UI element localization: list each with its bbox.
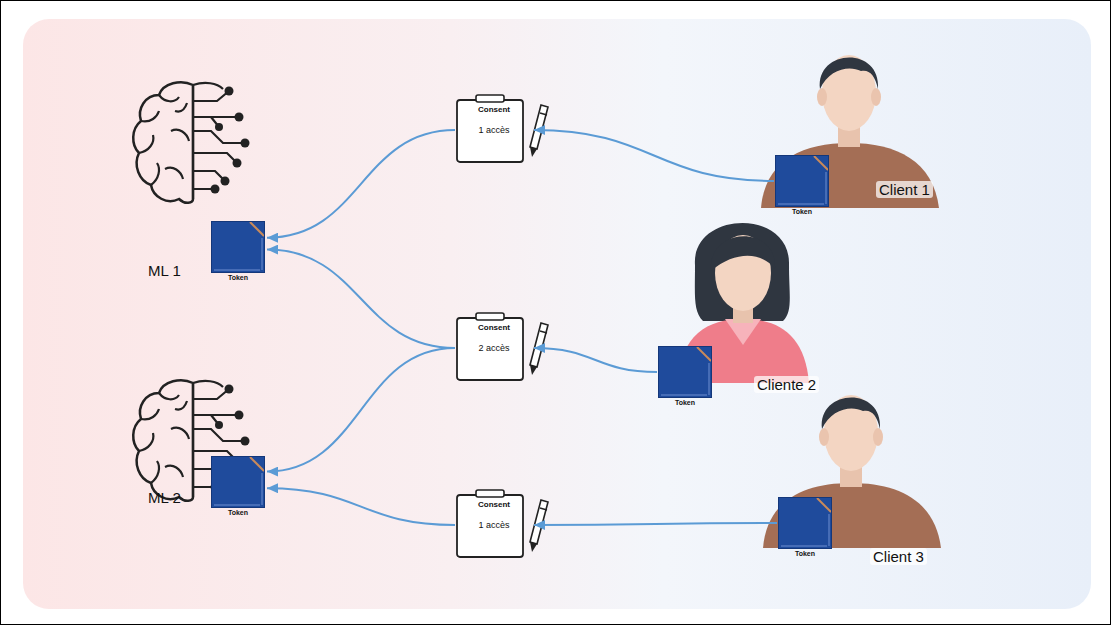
client-person: Client 1 Token — [756, 46, 951, 221]
access-count: 1 accès — [456, 520, 532, 530]
ground — [23, 19, 1091, 609]
token-square — [775, 155, 829, 207]
token-square — [211, 456, 265, 508]
consent-heading: Consent — [456, 500, 532, 509]
token-fold — [212, 457, 264, 507]
model-name: ML 2 — [148, 489, 181, 506]
consent-arrow — [534, 523, 777, 525]
token-label: Token — [656, 399, 714, 407]
token-square — [658, 346, 712, 398]
token-label: Token — [776, 550, 834, 558]
ml-model: ML 2 Token — [126, 373, 276, 523]
token-label: Token — [209, 274, 267, 282]
consent-clipboard: Consent 1 accès — [456, 492, 532, 558]
pen-icon — [530, 323, 548, 375]
consent-arrow — [267, 488, 455, 525]
consent-arrow — [267, 348, 455, 472]
token-box: Token — [773, 155, 831, 219]
token-fold — [776, 156, 828, 206]
token-label: Token — [773, 208, 831, 216]
token-square — [778, 497, 832, 549]
consent-clipboard: Consent 1 accès — [456, 97, 532, 163]
client-name: Cliente 2 — [754, 376, 819, 393]
brain-icon — [133, 82, 249, 203]
token-box: Token — [656, 346, 714, 410]
client-person: Client 3 Token — [766, 384, 956, 566]
pen-icon — [530, 105, 548, 157]
client-name: Client 1 — [876, 181, 933, 198]
person-figure — [761, 55, 939, 208]
ml-model: ML 1 Token — [126, 76, 276, 288]
pen-icon — [530, 500, 548, 552]
consent-arrow — [534, 130, 774, 181]
model-name: ML 1 — [148, 262, 181, 279]
consent-clipboard: Consent 2 accès — [456, 315, 532, 381]
token-square — [211, 221, 265, 273]
consent-heading: Consent — [456, 323, 532, 332]
person-figure — [763, 395, 941, 548]
access-count: 1 accès — [456, 125, 532, 135]
token-fold — [779, 498, 831, 548]
token-fold — [212, 222, 264, 272]
consent-heading: Consent — [456, 105, 532, 114]
access-count: 2 accès — [456, 343, 532, 353]
token-box: Token — [209, 221, 267, 285]
token-box: Token — [776, 497, 834, 561]
token-label: Token — [209, 509, 267, 517]
consent-arrow — [534, 348, 657, 372]
consent-arrow — [267, 250, 455, 348]
client-person: Cliente 2 Token — [641, 219, 831, 411]
token-fold — [659, 347, 711, 397]
token-box: Token — [209, 456, 267, 520]
consent-arrow — [267, 130, 455, 238]
client-name: Client 3 — [870, 548, 927, 565]
